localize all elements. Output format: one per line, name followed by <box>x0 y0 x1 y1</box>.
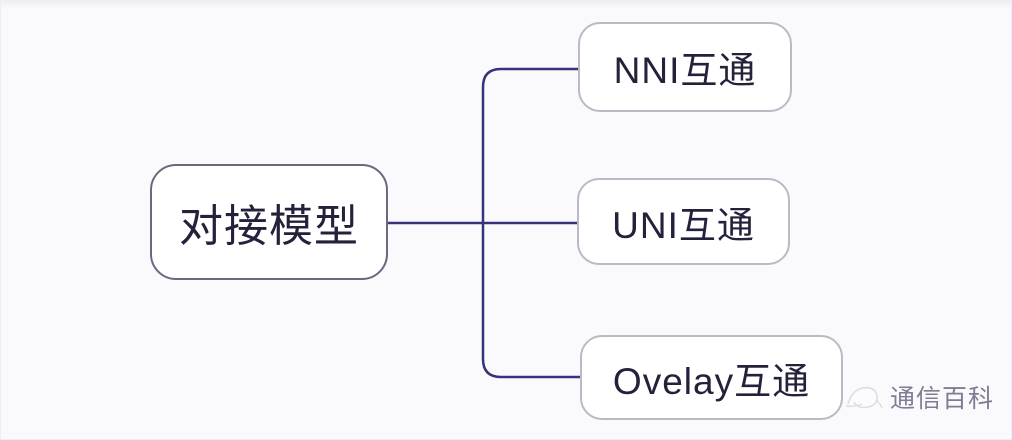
mindmap-child-node-uni: UNI互通 <box>577 178 790 265</box>
bird-swoosh-icon <box>845 386 883 409</box>
watermark-text: 通信百科 <box>890 385 995 413</box>
root-node-label: 对接模型 <box>179 202 359 251</box>
mindmap-child-node-ovelay: Ovelay互通 <box>580 335 843 420</box>
watermark: 通信百科 <box>842 376 994 418</box>
child-node-label: Ovelay互通 <box>612 360 811 402</box>
connector-trunk <box>481 67 580 379</box>
child-node-label: UNI互通 <box>612 204 755 246</box>
mindmap-root-node: 对接模型 <box>150 164 388 280</box>
mindmap-child-node-nni: NNI互通 <box>578 22 792 112</box>
child-node-label: NNI互通 <box>613 50 757 91</box>
